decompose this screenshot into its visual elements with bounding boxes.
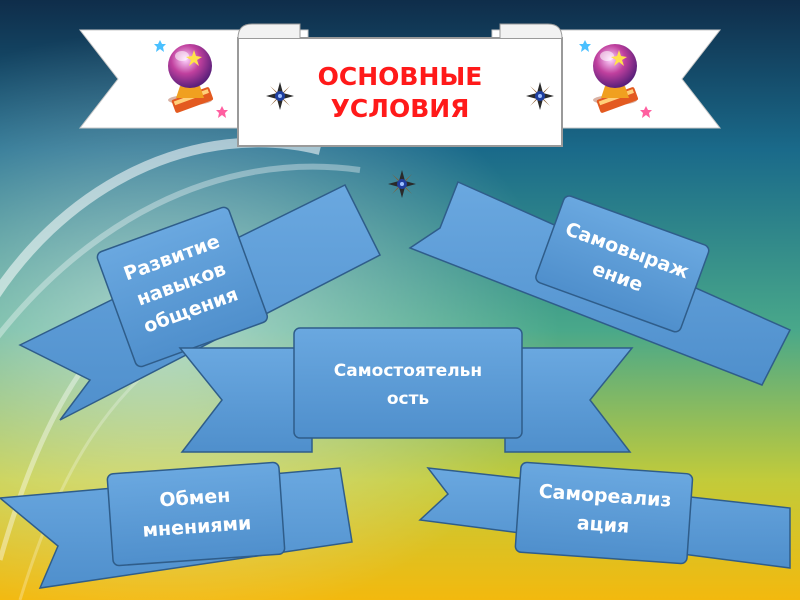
compass-star-icon [388,170,416,198]
title-banner-curl-left [237,23,301,39]
ribbon-banner: Самореализ ация [418,461,791,569]
crystal-ball-icon [593,44,639,114]
ribbon-tail-left [178,347,313,453]
ribbon-banner: Развитие навыков общения [18,183,382,421]
title-banner-curl-right [499,23,563,39]
ribbon-label-box: Самореализ ация [514,461,694,565]
ribbon-banner: Самостоятельн ость [178,327,634,453]
crystal-ball-icon [168,44,214,114]
ribbon-label-line: ость [387,389,429,409]
ribbon-label-line: Обмен [159,485,231,512]
compass-star-icon [526,82,554,110]
ribbon-label-box: Обмен мнениями [106,461,286,567]
compass-star-icon [266,82,294,110]
ribbon-banner: Самовыраж ение [408,180,792,386]
ribbon-banner: Обмен мнениями [0,461,353,589]
title-banner-center [237,37,563,147]
ribbon-label-box [293,327,523,439]
ribbon-tail-right [504,347,634,453]
ribbon-label-box: Развитие навыков общения [96,206,269,368]
ribbon-label-line: Самостоятельн [334,361,482,381]
slide-title-line2: УСЛОВИЯ [331,94,470,123]
light-swoosh [0,163,361,339]
ribbon-label-line: ация [576,512,630,538]
slide-title-line1: ОСНОВНЫЕ [318,62,483,91]
